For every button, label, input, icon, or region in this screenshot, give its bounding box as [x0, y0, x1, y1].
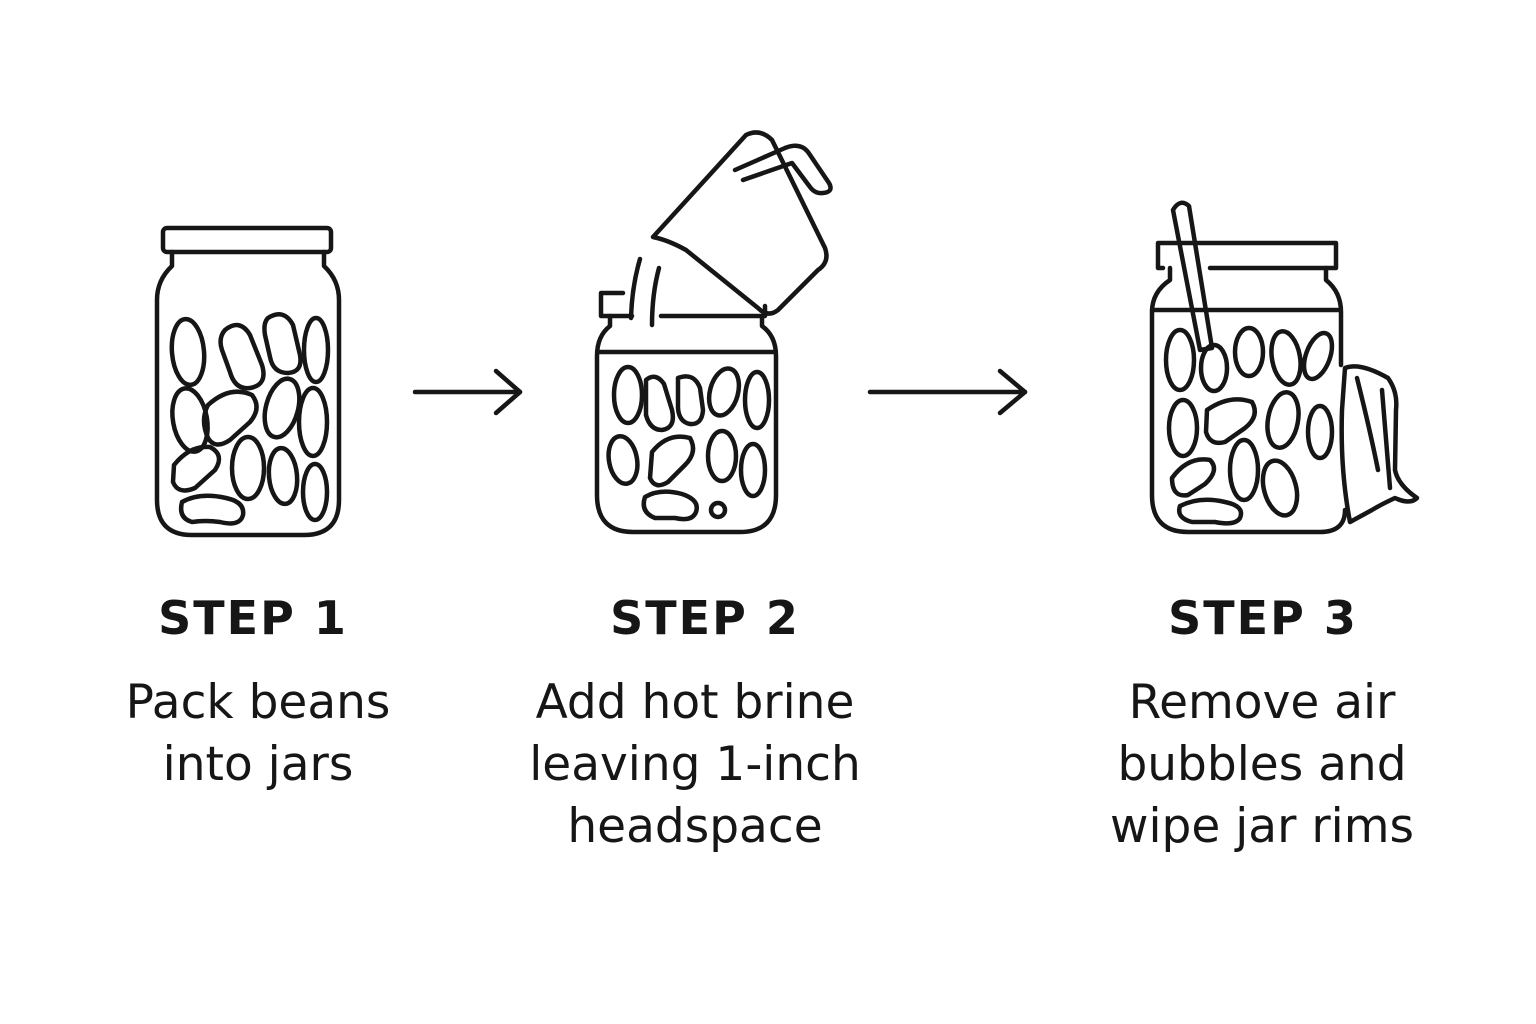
- step-3-line-1: Remove air: [1128, 675, 1396, 730]
- step-2-description: Add hot brine leaving 1-inch headspace: [485, 672, 905, 858]
- step-3-line-2: bubbles and: [1117, 737, 1407, 792]
- step-2-line-1: Add hot brine: [535, 675, 855, 730]
- arrow-right-icon: [867, 368, 1028, 416]
- step-2-line-2: leaving 1-inch: [529, 737, 861, 792]
- step-3-title: STEP 3: [1168, 591, 1358, 645]
- step-1-line-2: into jars: [162, 737, 354, 792]
- step-1-title: STEP 1: [158, 591, 348, 645]
- step-2-title: STEP 2: [610, 591, 800, 645]
- jar-stick-cloth-icon: [1149, 200, 1420, 535]
- arrow-right-icon: [412, 368, 523, 416]
- step-2-line-3: headspace: [567, 799, 823, 854]
- step-1-description: Pack beans into jars: [48, 672, 468, 796]
- pouring-brine-jar-icon: [594, 130, 833, 535]
- step-1-line-1: Pack beans: [125, 675, 391, 730]
- step-3-description: Remove air bubbles and wipe jar rims: [1052, 672, 1472, 858]
- step-3-line-3: wipe jar rims: [1110, 799, 1414, 854]
- jar-with-beans-icon: [154, 225, 342, 538]
